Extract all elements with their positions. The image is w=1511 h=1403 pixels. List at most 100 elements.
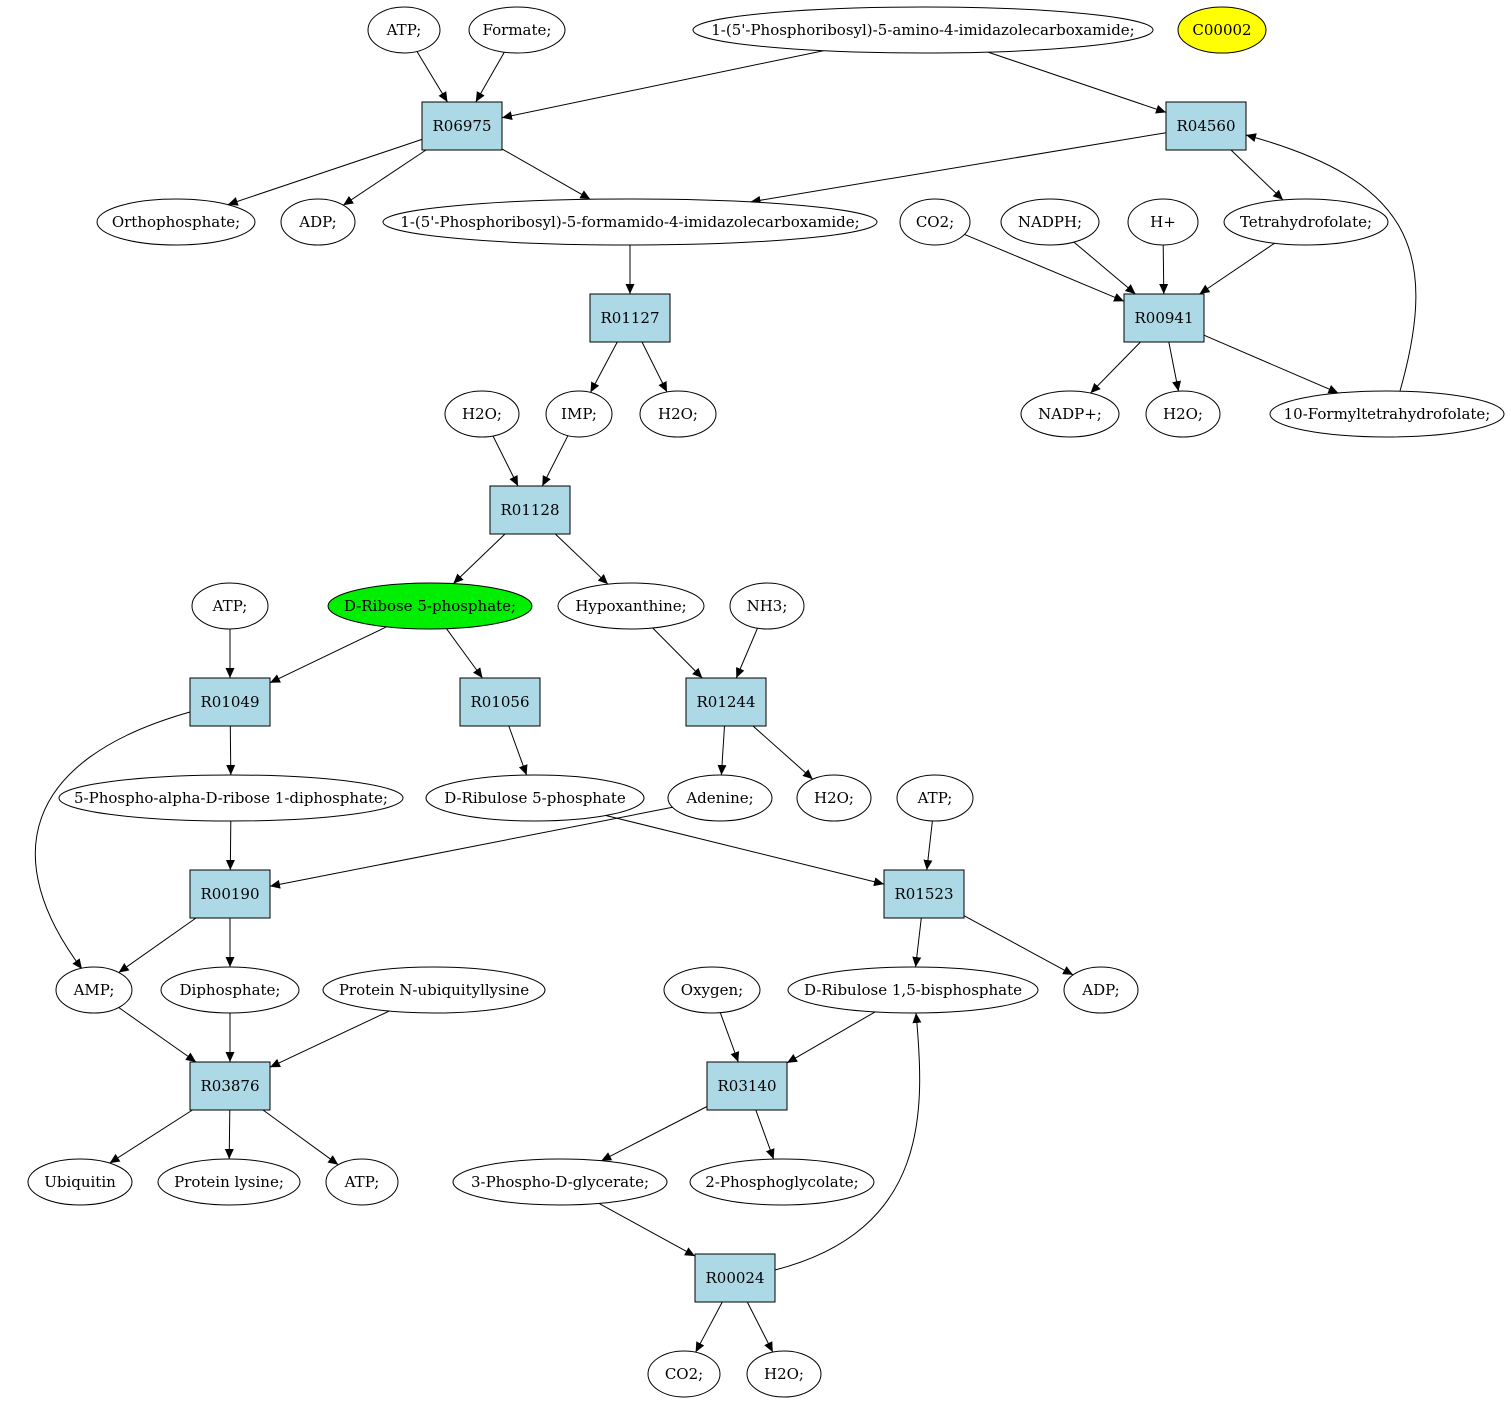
compound-node-amp[interactable]: AMP; [55,966,133,1014]
node-label: Protein lysine; [174,1173,284,1191]
reaction-node-r06975[interactable]: R06975 [421,101,503,151]
compound-node-1-5-phosphoribosyl-5-formamido-4-imidazolecarboxamide[interactable]: 1-(5'-Phosphoribosyl)-5-formamido-4-imid… [382,198,878,246]
compound-node-h2o[interactable]: H2O; [746,1350,822,1398]
compound-node-nh3[interactable]: NH3; [729,582,805,630]
node-label: NADP+; [1038,405,1102,423]
compound-node-h2o[interactable]: H2O; [796,774,872,822]
reaction-node-r03876[interactable]: R03876 [189,1061,271,1111]
compound-node-d-ribose-5-phosphate[interactable]: D-Ribose 5-phosphate; [327,582,533,630]
compound-node-d-ribulose-5-phosphate[interactable]: D-Ribulose 5-phosphate [425,774,645,822]
reaction-node-r04560[interactable]: R04560 [1165,101,1247,151]
compound-node-atp[interactable]: ATP; [325,1158,399,1206]
compound-ellipse [425,774,645,822]
compound-node-hypoxanthine[interactable]: Hypoxanthine; [557,582,705,630]
compound-node-ubiquitin[interactable]: Ubiquitin [27,1158,133,1206]
compound-node-d-ribulose-1-5-bisphosphate[interactable]: D-Ribulose 1,5-bisphosphate [787,966,1039,1014]
reaction-node-r01049[interactable]: R01049 [189,677,271,727]
compound-ellipse [1000,198,1100,246]
node-label: 5-Phospho-alpha-D-ribose 1-diphosphate; [74,789,388,807]
reaction-box [694,1253,776,1303]
reaction-node-r00024[interactable]: R00024 [694,1253,776,1303]
compound-ellipse [468,6,566,54]
reaction-node-r01128[interactable]: R01128 [489,485,571,535]
compound-node-nadp[interactable]: NADP+; [1020,390,1120,438]
compound-node-c00002[interactable]: C00002 [1177,6,1267,54]
node-label: D-Ribose 5-phosphate; [344,597,516,615]
compound-ellipse [667,774,773,822]
compound-ellipse [1177,6,1267,54]
compound-node-tetrahydrofolate[interactable]: Tetrahydrofolate; [1223,198,1389,246]
edge-r_R00941-to-c_10fthf [1203,334,1339,394]
reaction-box [883,869,965,919]
node-label: D-Ribulose 1,5-bisphosphate [804,981,1022,999]
edge-r_R01049-to-c_amp [34,711,191,970]
edge-r_R00190-to-c_amp [118,917,197,973]
compound-node-5-phospho-alpha-d-ribose-1-diphosphate[interactable]: 5-Phospho-alpha-D-ribose 1-diphosphate; [58,774,404,822]
compound-node-protein-lysine[interactable]: Protein lysine; [157,1158,301,1206]
node-label: 1-(5'-Phosphoribosyl)-5-amino-4-imidazol… [711,21,1135,39]
compound-node-2-phosphoglycolate[interactable]: 2-Phosphoglycolate; [689,1158,875,1206]
edge-r_R00024-to-c_rubp [774,1012,922,1271]
node-label: C00002 [1192,21,1251,39]
compound-ellipse [787,966,1039,1014]
compound-node-protein-n-ubiquityllysine[interactable]: Protein N-ubiquityllysine [322,966,546,1014]
compound-ellipse [647,1350,721,1398]
edge-r_R04560-to-c_thf [1230,149,1284,201]
edge-c_r5p-to-r_R01049 [269,626,387,684]
compound-node-adp[interactable]: ADP; [1063,966,1139,1014]
edge-r_R01244-to-c_h2o_4 [752,725,814,780]
compound-node-h2o[interactable]: H2O; [639,390,717,438]
reaction-box [189,869,271,919]
reaction-node-r00190[interactable]: R00190 [189,869,271,919]
compound-node-nadph[interactable]: NADPH; [1000,198,1100,246]
node-label: R04560 [1176,117,1235,135]
compound-node-h[interactable]: H+ [1127,198,1199,246]
compound-node-h2o[interactable]: H2O; [1145,390,1221,438]
compound-node-1-5-phosphoribosyl-5-amino-4-imidazolecarboxamide[interactable]: 1-(5'-Phosphoribosyl)-5-amino-4-imidazol… [692,6,1154,54]
edge-c_imp-to-r_R01128 [541,435,569,487]
compound-ellipse [452,1158,668,1206]
compound-ellipse [322,966,546,1014]
compound-node-adenine[interactable]: Adenine; [667,774,773,822]
reaction-node-r01127[interactable]: R01127 [589,293,671,343]
compound-ellipse [796,774,872,822]
node-label: ATP; [386,21,422,39]
compound-ellipse [160,966,300,1014]
compound-ellipse [1269,390,1505,438]
node-label: R00190 [200,885,259,903]
compound-ellipse [55,966,133,1014]
reaction-node-r03140[interactable]: R03140 [706,1061,788,1111]
compound-node-orthophosphate[interactable]: Orthophosphate; [96,198,256,246]
compound-node-formate[interactable]: Formate; [468,6,566,54]
compound-node-atp[interactable]: ATP; [367,6,441,54]
compound-node-oxygen[interactable]: Oxygen; [663,966,761,1014]
edge-c_hplus-to-r_R00941 [1159,244,1169,295]
node-label: R01127 [600,309,659,327]
compound-node-10-formyltetrahydrofolate[interactable]: 10-Formyltetrahydrofolate; [1269,390,1505,438]
compound-node-co2[interactable]: CO2; [647,1350,721,1398]
compound-node-3-phospho-d-glycerate[interactable]: 3-Phospho-D-glycerate; [452,1158,668,1206]
node-label: 2-Phosphoglycolate; [705,1173,858,1191]
compound-ellipse [157,1158,301,1206]
node-label: R01244 [696,693,755,711]
compound-node-atp[interactable]: ATP; [191,582,269,630]
compound-node-diphosphate[interactable]: Diphosphate; [160,966,300,1014]
compound-node-imp[interactable]: IMP; [545,390,613,438]
node-label: H2O; [814,789,854,807]
compound-node-adp[interactable]: ADP; [280,198,356,246]
node-label: R01128 [500,501,559,519]
reaction-node-r01523[interactable]: R01523 [883,869,965,919]
edge-r_R01523-to-c_rubp [912,917,922,968]
reaction-node-r01244[interactable]: R01244 [685,677,767,727]
compound-node-h2o[interactable]: H2O; [444,390,520,438]
edge-r_R00941-to-c_nadpplus [1090,341,1141,394]
reaction-node-r01056[interactable]: R01056 [459,677,541,727]
compound-node-co2[interactable]: CO2; [899,198,971,246]
edge-c_aicar-to-r_R06975 [501,50,824,121]
compound-ellipse [639,390,717,438]
node-label: R01056 [470,693,529,711]
node-label: ATP; [212,597,248,615]
compound-node-atp[interactable]: ATP; [896,774,974,822]
reaction-node-r00941[interactable]: R00941 [1123,293,1205,343]
